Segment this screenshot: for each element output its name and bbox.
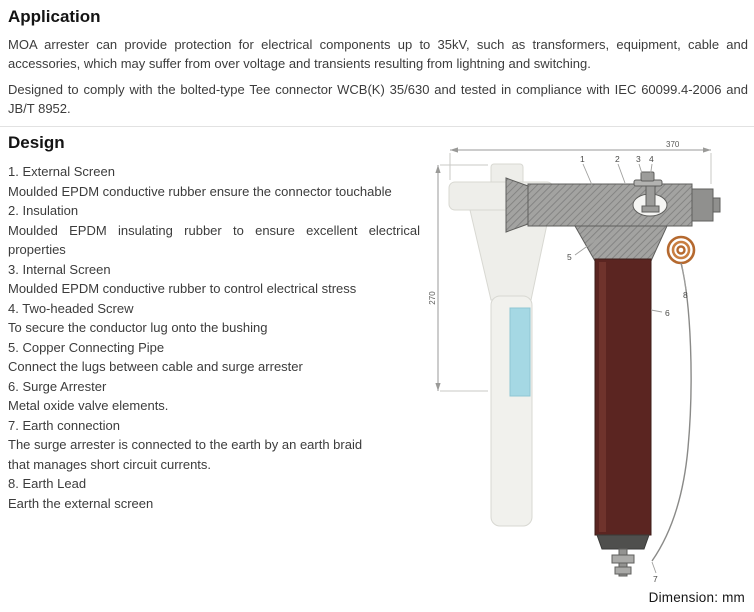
- dimension-270: [435, 164, 488, 392]
- application-paragraph-2: Designed to comply with the bolted-type …: [8, 82, 748, 116]
- callout-8: 8: [683, 290, 688, 300]
- design-heading: Design: [8, 133, 65, 152]
- design-list: 1. External Screen Moulded EPDM conducti…: [8, 162, 420, 513]
- earth-nut: [611, 554, 635, 564]
- section-divider: [0, 126, 754, 127]
- arrester-bottom-cap: [596, 534, 650, 550]
- design-item-title: 1. External Screen: [8, 164, 115, 179]
- design-item-title: 4. Two-headed Screw: [8, 300, 134, 316]
- design-item-desc: To secure the conductor lug onto the bus…: [8, 320, 268, 335]
- design-item-desc: Moulded EPDM insulating rubber to ensure…: [8, 222, 420, 258]
- design-item-desc: Connect the lugs between cable and surge…: [8, 359, 303, 374]
- design-item-title: 8. Earth Lead: [8, 476, 87, 491]
- callout-1: 1: [580, 154, 585, 164]
- earth-lead-coil: [666, 235, 696, 265]
- design-item-desc: Metal oxide valve elements.: [8, 398, 169, 413]
- callout-5: 5: [567, 252, 572, 262]
- design-diagram: 370 270: [428, 138, 754, 596]
- design-item-desc: that manages short circuit currents.: [8, 456, 212, 472]
- tee-connector-body: [505, 171, 721, 233]
- design-item-desc: Moulded EPDM conductive rubber to contro…: [8, 281, 357, 296]
- design-item-title: 7. Earth connection: [8, 417, 121, 433]
- design-item-desc: Earth the external screen: [8, 495, 154, 511]
- arrester-cross-section: 370 270: [428, 140, 721, 584]
- design-item-title: 5. Copper Connecting Pipe: [8, 339, 165, 355]
- surge-arrester: [574, 225, 668, 577]
- design-item-title: 2. Insulation: [8, 203, 79, 218]
- earth-wire: [651, 262, 692, 562]
- application-paragraph-1: MOA arrester can provide protection for …: [8, 37, 748, 71]
- design-item-desc: Moulded EPDM conductive rubber ensure th…: [8, 183, 392, 199]
- application-section: Application MOA arrester can provide pro…: [8, 6, 748, 118]
- callout-leaders: [574, 163, 687, 574]
- design-item-title: 3. Internal Screen: [8, 261, 111, 277]
- callout-4: 4: [649, 154, 654, 164]
- design-item-desc: The surge arrester is connected to the e…: [8, 437, 363, 452]
- bushing-cyan-insert: [509, 307, 531, 397]
- application-heading: Application: [8, 7, 101, 26]
- dimension-note: Dimension: mm: [648, 590, 745, 605]
- callout-7: 7: [653, 574, 658, 584]
- dim-370-label: 370: [666, 140, 680, 149]
- earth-nut: [614, 566, 632, 575]
- design-item-title: 6. Surge Arrester: [8, 378, 107, 394]
- callout-2: 2: [615, 154, 620, 164]
- dim-270-label: 270: [428, 291, 437, 305]
- callout-6: 6: [665, 308, 670, 318]
- callout-3: 3: [636, 154, 641, 164]
- dimension-370: [449, 147, 712, 184]
- tee-end-cap: [691, 188, 714, 222]
- arrester-skirt: [574, 225, 668, 262]
